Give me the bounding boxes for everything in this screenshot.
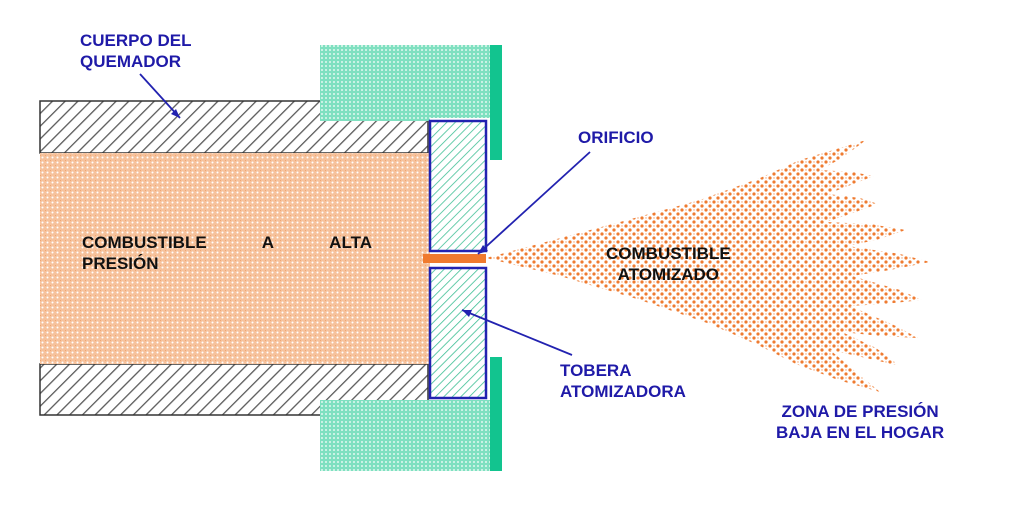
pointer-orifice-head — [478, 245, 488, 254]
label-high-pressure-fuel: COMBUSTIBLE A ALTA PRESIÓN — [82, 232, 372, 274]
label-fuel-word2: A — [261, 233, 275, 252]
spray-plume — [486, 140, 930, 392]
pointer-burner-body — [139, 73, 181, 119]
label-burner-body-line2: QUEMADOR — [80, 52, 182, 71]
label-orifice: ORIFICIO — [578, 128, 654, 147]
pointer-burner-body-head — [171, 109, 180, 118]
label-fuel-word1: COMBUSTIBLE — [82, 233, 207, 252]
flange-bar-top — [490, 45, 502, 160]
label-atomized-fuel: COMBUSTIBLE ATOMIZADO — [606, 243, 731, 285]
flange-top — [320, 45, 502, 118]
label-fuel-line1: COMBUSTIBLE A ALTA — [82, 232, 372, 253]
flange-top-inner — [320, 118, 430, 121]
label-low-pressure-zone: ZONA DE PRESIÓN BAJA EN EL HOGAR — [776, 401, 944, 443]
label-zone-line2: BAJA EN EL HOGAR — [776, 423, 945, 442]
fuel-chamber — [40, 153, 430, 364]
nozzle-upper — [428, 119, 488, 253]
label-nozzle-line1: TOBERA — [560, 361, 632, 380]
nozzle-lower — [428, 266, 488, 400]
label-burner-body-line1: CUERPO DEL — [80, 31, 192, 50]
label-fuel-word3: ALTA — [329, 233, 372, 252]
label-atomized-line1: COMBUSTIBLE — [606, 244, 731, 263]
label-nozzle-line2: ATOMIZADORA — [560, 382, 686, 401]
flange-bottom — [320, 400, 502, 471]
orifice — [423, 254, 486, 263]
pointer-nozzle-head — [462, 310, 472, 317]
label-atomized-line2: ATOMIZADO — [617, 265, 720, 284]
label-burner-body: CUERPO DEL QUEMADOR — [80, 30, 191, 72]
label-atomizing-nozzle: TOBERA ATOMIZADORA — [560, 360, 686, 402]
flange-bar-bottom — [490, 357, 502, 471]
pointer-nozzle — [461, 309, 573, 356]
pointer-orifice — [477, 151, 591, 255]
label-zone-line1: ZONA DE PRESIÓN — [781, 402, 939, 421]
label-fuel-line2: PRESIÓN — [82, 254, 159, 273]
